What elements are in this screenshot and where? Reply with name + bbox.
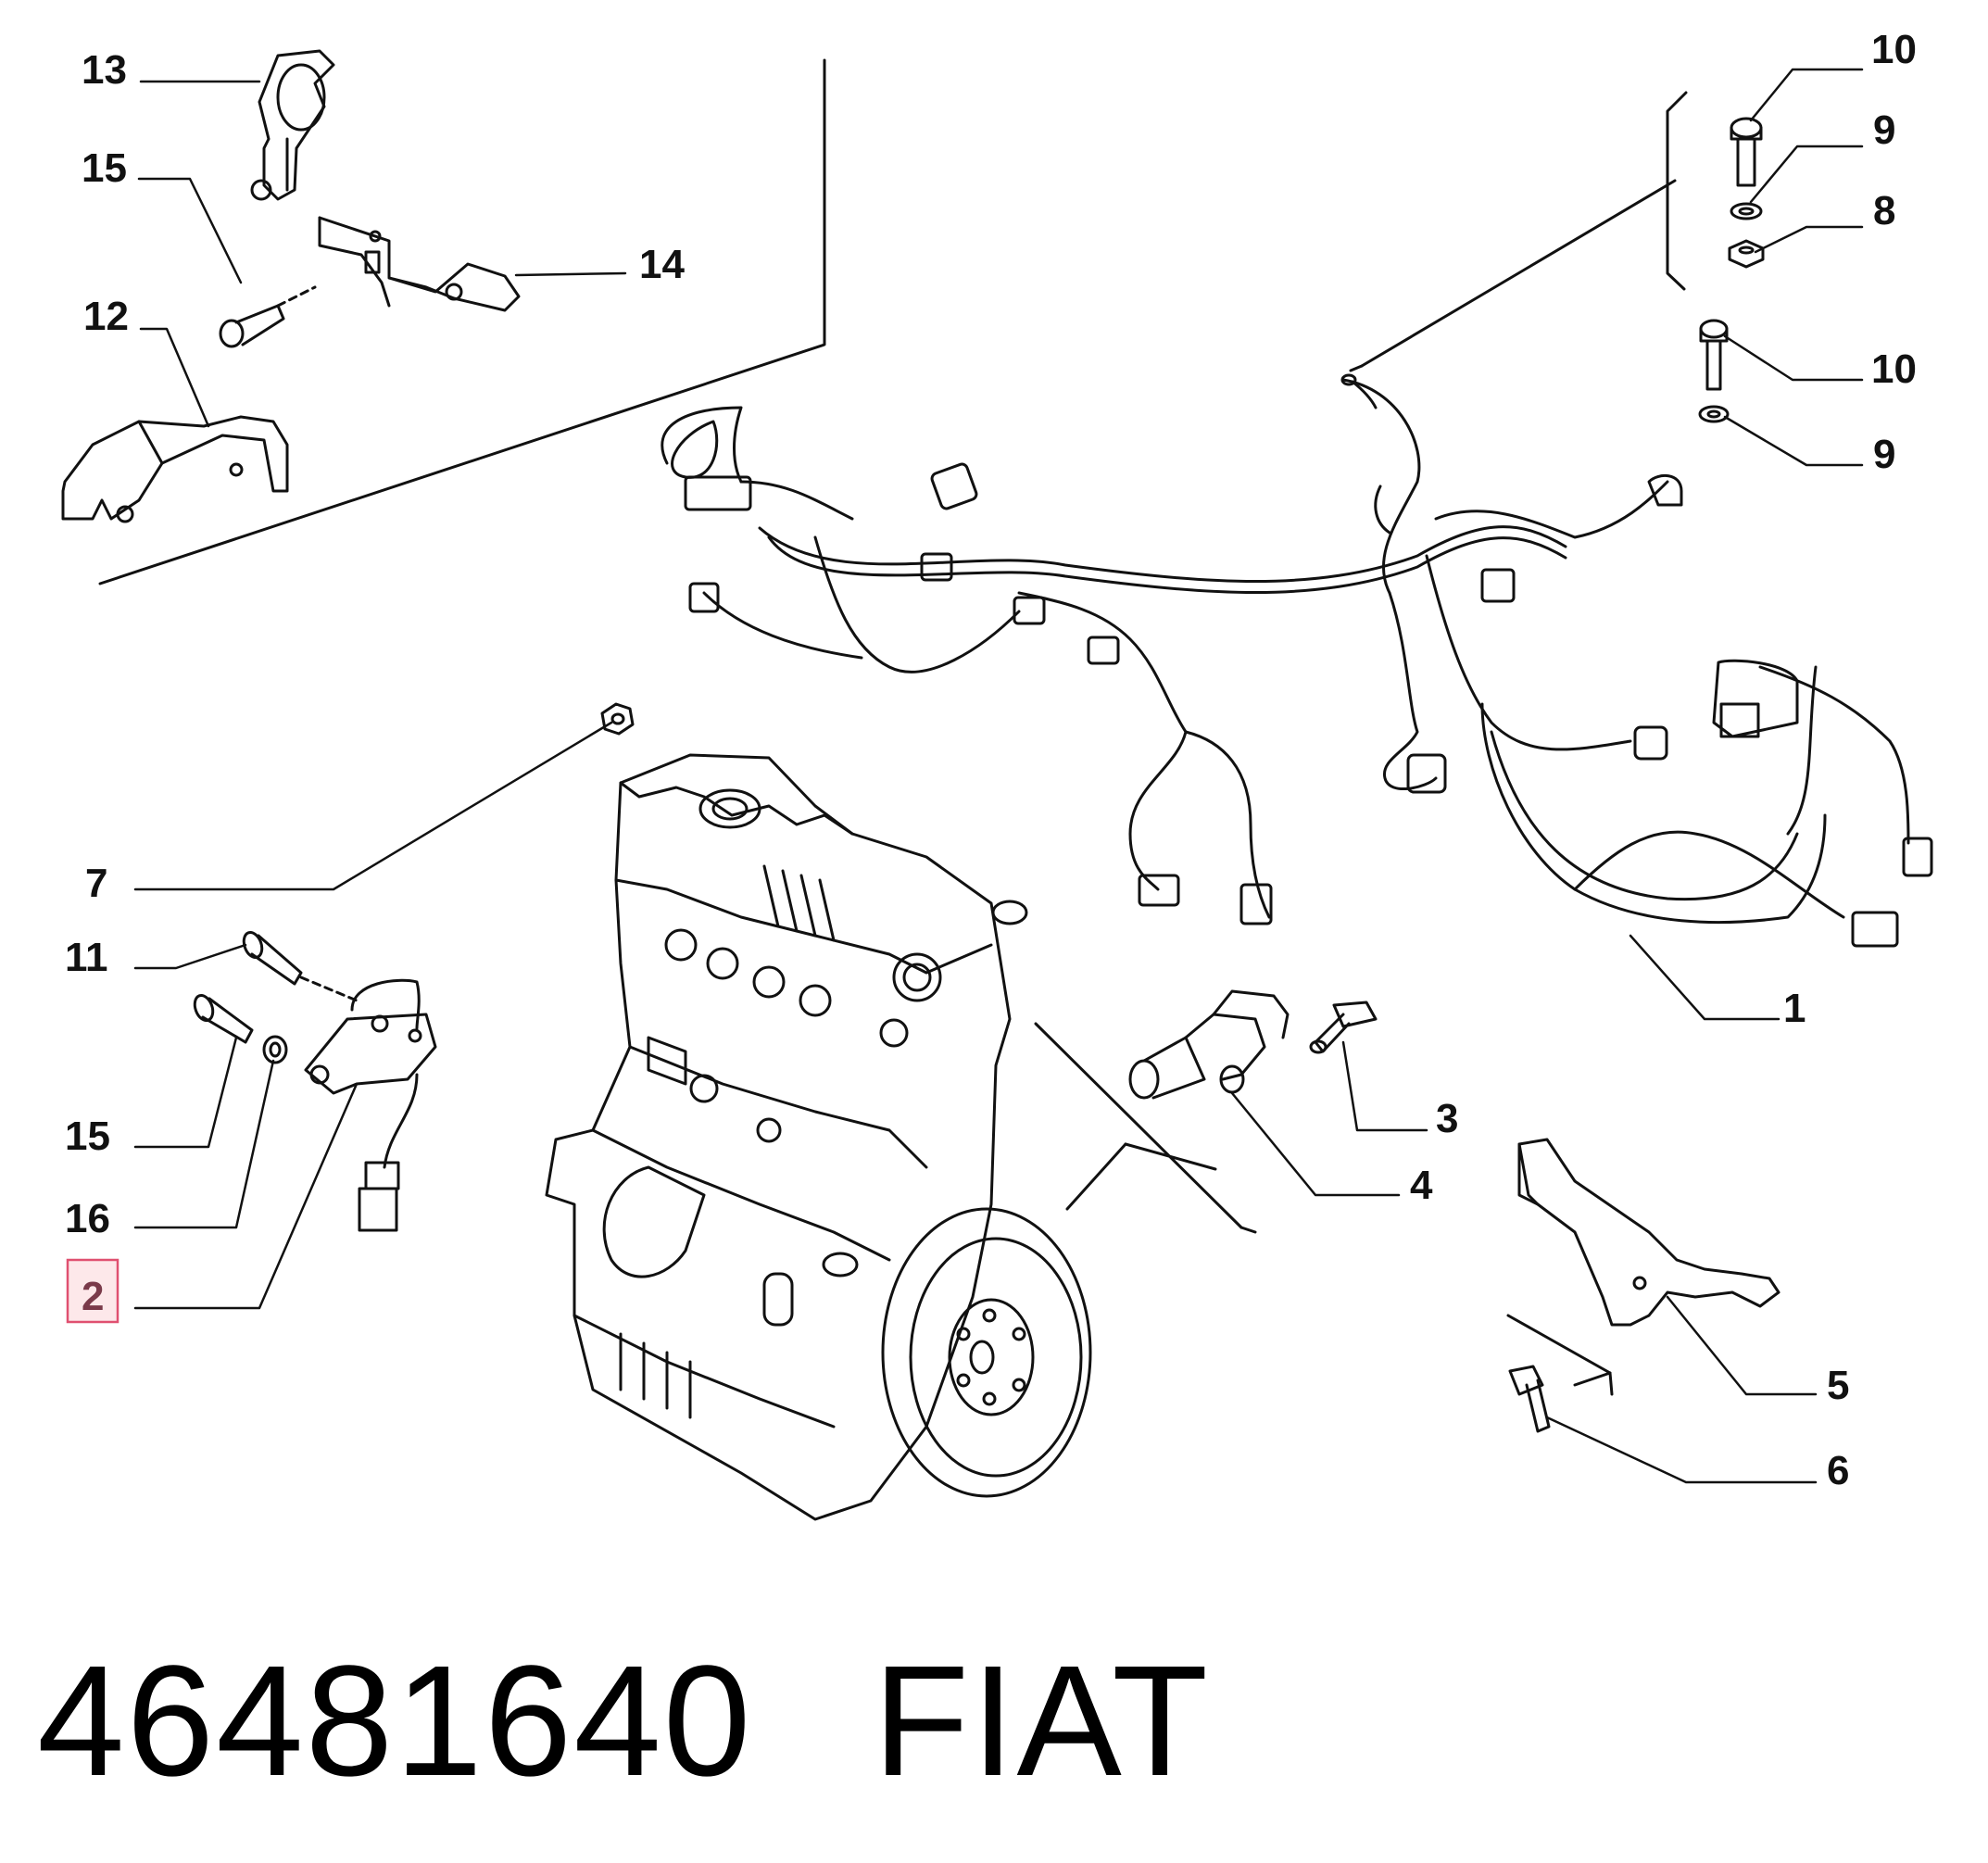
part-15-screw-top-icon [219, 285, 317, 348]
divider-lines [98, 58, 1688, 1396]
part-14-bracket-icon [318, 216, 521, 312]
callout-9-top: 9 [1873, 107, 1895, 153]
part-2-sensor-icon [304, 978, 437, 1232]
part-5-bracket-icon [1517, 1138, 1780, 1327]
part-caption: 46481640 FIAT [37, 1630, 1210, 1812]
callout-15-lower: 15 [65, 1114, 110, 1159]
callout-15-top: 15 [82, 145, 127, 191]
callout-labels: 13 15 14 12 10 9 8 10 9 7 11 15 16 2 1 3… [65, 27, 1917, 1493]
part-3-bolt-icon [1309, 1001, 1378, 1054]
part-15-screw-lower-icon [193, 993, 254, 1044]
part-8-nut-icon [1728, 239, 1765, 269]
engine-block-icon [545, 753, 1028, 1521]
part-12-bracket-icon [61, 415, 289, 523]
callout-10-lower: 10 [1871, 346, 1917, 392]
callout-13: 13 [82, 47, 127, 93]
callout-12: 12 [83, 294, 129, 339]
part-4-crank-sensor-icon [1128, 989, 1290, 1100]
callout-10-top: 10 [1871, 27, 1917, 72]
callout-6: 6 [1827, 1448, 1849, 1493]
callout-1: 1 [1783, 986, 1806, 1031]
flywheel-icon [881, 1207, 1092, 1498]
callout-5: 5 [1827, 1363, 1849, 1408]
callout-3: 3 [1436, 1096, 1458, 1141]
callout-9-lower: 9 [1873, 432, 1895, 477]
part-16-washer-icon [262, 1035, 288, 1064]
part-13-clip-icon [250, 49, 335, 201]
callout-2: 2 [82, 1274, 104, 1319]
part-number: 46481640 [37, 1633, 753, 1809]
part-9-washer-lower-icon [1698, 405, 1730, 423]
part-1-wiring-harness-icon [661, 373, 1933, 948]
part-10-bolt-lower-icon [1699, 319, 1729, 391]
leader-lines [133, 68, 1864, 1484]
part-9-washer-top-icon [1730, 202, 1763, 220]
part-7-nut-icon [600, 702, 635, 736]
brand-name: FIAT [873, 1633, 1211, 1809]
part-11-screw-icon [242, 930, 359, 1002]
callout-14: 14 [639, 242, 685, 287]
part-6-bolt-icon [1508, 1365, 1551, 1433]
callout-7: 7 [85, 861, 107, 906]
callout-8: 8 [1873, 188, 1895, 233]
callout-16: 16 [65, 1196, 110, 1241]
highlight-box [66, 1258, 120, 1324]
callout-4: 4 [1410, 1163, 1433, 1208]
callout-11: 11 [65, 935, 108, 980]
part-10-bolt-top-icon [1730, 117, 1763, 187]
